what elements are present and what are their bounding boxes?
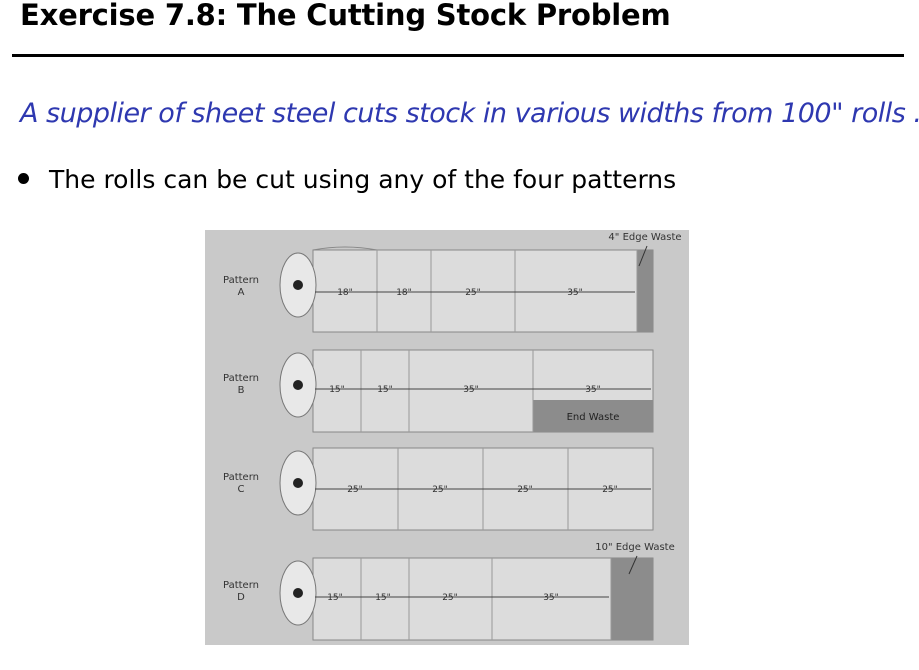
bullet-dot-icon xyxy=(18,172,29,184)
roll-a-body xyxy=(312,249,654,333)
roll-c-core xyxy=(293,478,303,488)
pattern-c-cut-2: 25" xyxy=(432,485,448,495)
pattern-a-label: Pattern xyxy=(223,275,259,286)
pattern-a-letter: A xyxy=(238,287,245,298)
slide-title: Exercise 7.8: The Cutting Stock Problem xyxy=(20,0,671,32)
pattern-b-cut-2: 15" xyxy=(377,385,393,395)
pattern-c-label: Pattern xyxy=(223,472,259,483)
pattern-b-cut-3: 35" xyxy=(463,385,479,395)
pattern-d-label: Pattern xyxy=(223,580,259,591)
pattern-d-cut-4: 35" xyxy=(543,593,559,603)
roll-a-core xyxy=(293,280,303,290)
pattern-b-cut-1: 15" xyxy=(329,385,345,395)
pattern-a-cut-1: 18" xyxy=(337,288,353,298)
pattern-a-cut-3: 25" xyxy=(465,288,481,298)
pattern-c-letter: C xyxy=(238,484,245,495)
pattern-d-letter: D xyxy=(237,592,245,603)
pattern-d: Pattern D 15" 15" 25" 35" 10" Edge Waste xyxy=(223,542,675,641)
cutting-patterns-figure: Pattern A 18" 18" 25" 35" 4" Edge Waste … xyxy=(205,230,689,645)
pattern-a-cut-4: 35" xyxy=(567,288,583,298)
roll-d-body xyxy=(312,557,654,641)
roll-a-edge-waste xyxy=(637,250,653,332)
pattern-a-waste-note: 4" Edge Waste xyxy=(608,232,681,243)
roll-b-core xyxy=(293,380,303,390)
pattern-d-cut-2: 15" xyxy=(375,593,391,603)
pattern-c-cut-1: 25" xyxy=(347,485,363,495)
pattern-b: Pattern B 15" 15" 35" 35" End Waste xyxy=(223,349,654,433)
pattern-b-cut-4: 35" xyxy=(585,385,601,395)
pattern-b-waste-note: End Waste xyxy=(567,412,620,423)
roll-d-core xyxy=(293,588,303,598)
pattern-a-cut-2: 18" xyxy=(396,288,412,298)
title-divider xyxy=(12,54,904,57)
pattern-c-cut-4: 25" xyxy=(602,485,618,495)
pattern-d-cut-3: 25" xyxy=(442,593,458,603)
pattern-c-cut-3: 25" xyxy=(517,485,533,495)
bullet-item: The rolls can be cut using any of the fo… xyxy=(18,165,676,194)
pattern-d-waste-note: 10" Edge Waste xyxy=(595,542,675,553)
pattern-d-cut-1: 15" xyxy=(327,593,343,603)
bullet-text: The rolls can be cut using any of the fo… xyxy=(49,165,677,194)
roll-d-edge-waste xyxy=(611,558,653,640)
pattern-c: Pattern C 25" 25" 25" 25" xyxy=(223,447,654,531)
pattern-a: Pattern A 18" 18" 25" 35" 4" Edge Waste xyxy=(223,232,682,333)
pattern-b-letter: B xyxy=(238,385,245,396)
roll-b-end-waste xyxy=(533,400,653,432)
pattern-b-label: Pattern xyxy=(223,373,259,384)
intro-text: A supplier of sheet steel cuts stock in … xyxy=(20,98,919,129)
